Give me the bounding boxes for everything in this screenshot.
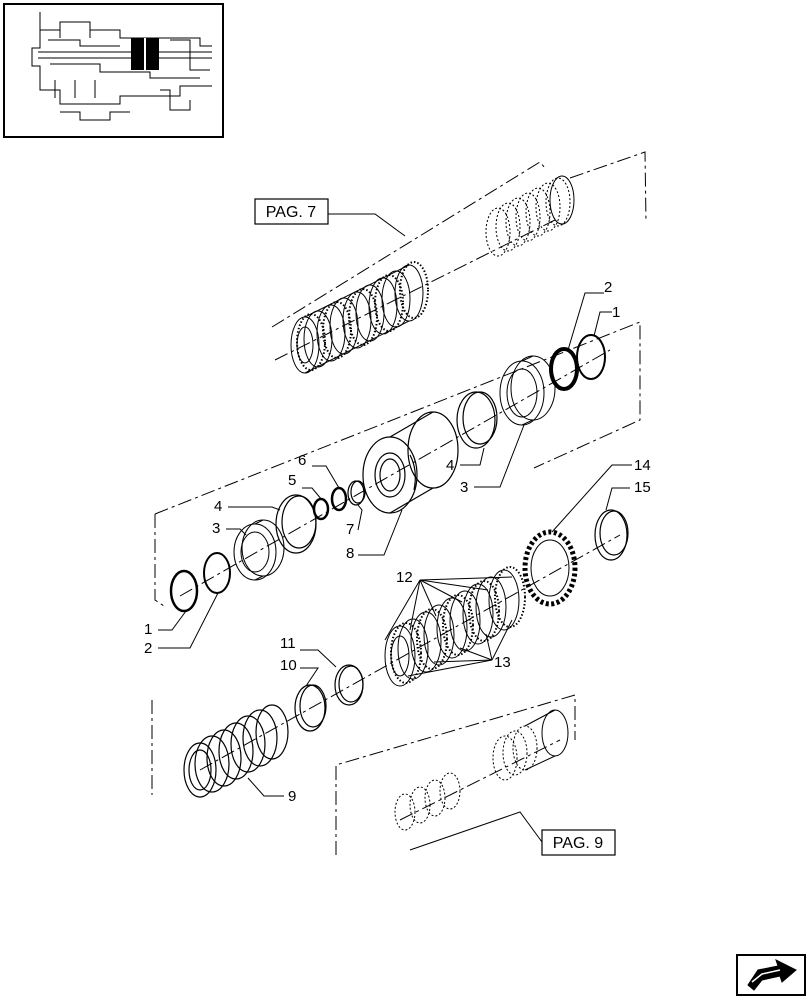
callout-3-left: 3: [212, 520, 220, 537]
page-9-label: PAG. 9: [553, 835, 603, 852]
clutch-disc-pack-upper-left: [290, 261, 429, 374]
callout-1-bottom: 1: [144, 621, 152, 638]
callout-11: 11: [280, 635, 296, 652]
seal-ring-7: [347, 480, 366, 506]
snap-ring-1-upper: [576, 334, 606, 380]
bottom-group-outline: [335, 694, 576, 855]
callout-1-top: 1: [612, 304, 620, 321]
page-9-reference[interactable]: PAG. 9: [541, 829, 616, 856]
bottom-axis: [399, 739, 561, 821]
callout-12: 12: [396, 569, 413, 586]
gear-ring-14: [522, 529, 578, 607]
seal-ring-6: [330, 486, 348, 512]
next-page-arrow-icon[interactable]: [736, 954, 806, 996]
thrust-washer-4-upper: [456, 391, 498, 449]
output-shaft-assembly: [394, 709, 569, 831]
lower-axis: [199, 534, 621, 771]
middle-group-outline: [154, 514, 165, 607]
ring-15: [594, 509, 629, 561]
piston-8: [362, 411, 459, 514]
page-7-label: PAG. 7: [266, 204, 316, 221]
snap-ring-1-lower: [169, 569, 199, 613]
clutch-disc-pack-lower: [384, 566, 526, 687]
callout-15: 15: [634, 479, 651, 496]
top-group-outline-right: [569, 151, 647, 223]
callout-12-13-leader-fan: [384, 576, 513, 677]
ring-10: [294, 684, 327, 732]
top-axis: [274, 219, 556, 361]
callout-labels: 2 1 4 3 6 5 7 8 4 3 1 2 11 10 12 13 14 1…: [144, 279, 651, 805]
middle-group-outline-top: [154, 321, 641, 515]
callout-leaders: [158, 292, 632, 797]
callout-5: 5: [288, 472, 296, 489]
page-7-reference[interactable]: PAG. 7: [254, 198, 329, 225]
locator-thumbnail[interactable]: [3, 3, 224, 138]
callout-9: 9: [288, 788, 296, 805]
spring-9: [183, 704, 289, 798]
callout-2-top: 2: [604, 279, 612, 296]
thrust-washer-4-lower: [275, 494, 317, 554]
callout-7: 7: [346, 521, 354, 538]
snap-ring-2-lower: [203, 552, 231, 594]
middle-axis: [179, 349, 611, 597]
callout-4-right: 4: [446, 457, 454, 474]
bearing-race-3-upper: [499, 355, 556, 426]
clutch-disc-pack-upper-right: [485, 175, 575, 257]
callout-8: 8: [346, 545, 354, 562]
bearing-race-3-lower: [233, 519, 285, 581]
callout-14: 14: [634, 457, 651, 474]
callout-10: 10: [280, 657, 297, 674]
callout-3-right: 3: [460, 479, 468, 496]
ring-11: [334, 664, 364, 706]
top-group-outline: [271, 161, 546, 328]
callout-4-left: 4: [214, 498, 222, 515]
callout-2-bottom: 2: [144, 640, 152, 657]
callout-6: 6: [298, 452, 306, 469]
callout-13: 13: [494, 654, 511, 671]
